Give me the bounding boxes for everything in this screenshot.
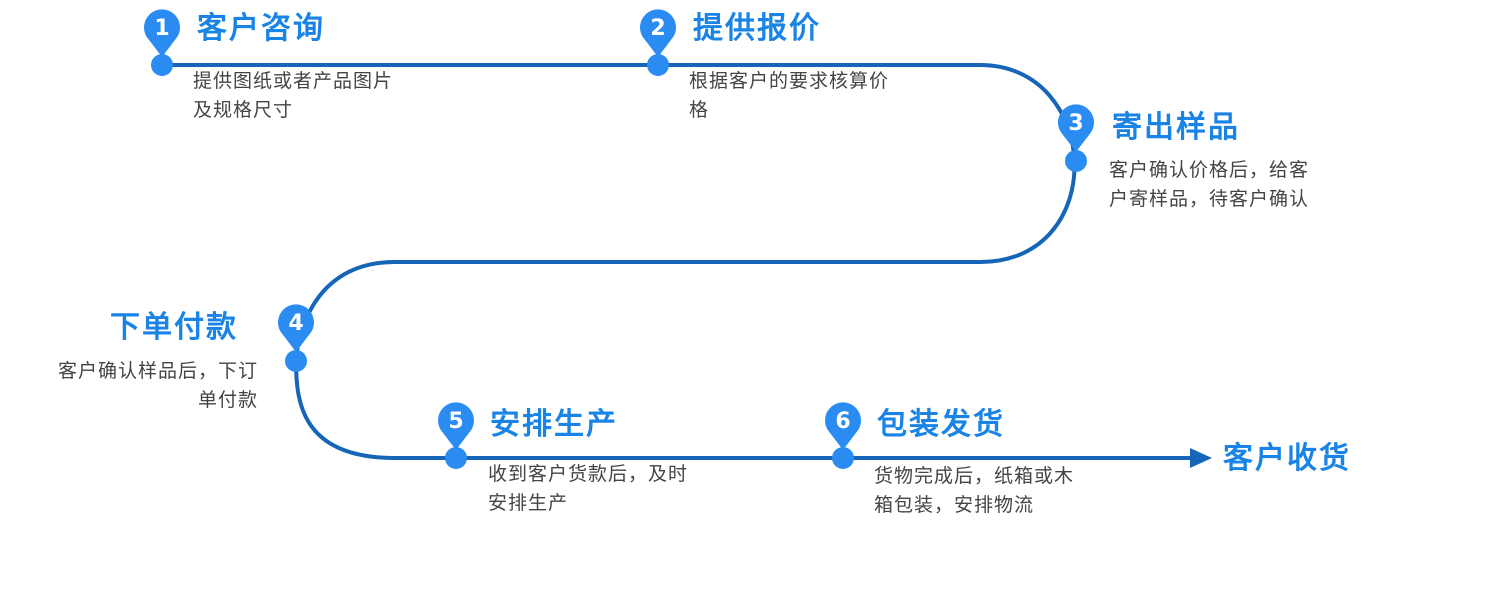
step-2-pin-icon [640,9,677,58]
step-4-description-line-1: 客户确认样品后，下订 [57,360,258,382]
step-2-description-line-2: 格 [689,99,710,121]
step-1-marker: 1 [144,9,180,76]
step-4-dot [285,350,307,372]
step-5-title: 安排生产 [490,407,618,442]
step-6-description-line-2: 箱包装，安排物流 [874,494,1035,516]
step-1-description: 提供图纸或者产品图片 及规格尺寸 [193,67,393,125]
step-2-title: 提供报价 [693,11,821,46]
step-2-description-line-1: 根据客户的要求核算价 [689,70,890,92]
step-1-pin-icon [144,9,180,57]
step-5-dot [445,447,467,469]
step-4-pin-icon [278,304,314,352]
step-4-number: 4 [288,311,303,336]
step-6-title: 包装发货 [877,407,1005,442]
step-3-dot [1065,150,1087,172]
step-3-description: 客户确认价格后，给客 户寄样品，待客户确认 [1109,156,1309,214]
step-6-number: 6 [835,409,850,434]
step-2-marker: 2 [640,9,677,76]
step-3-marker: 3 [1058,104,1094,172]
step-4-description-line-2: 单付款 [197,389,258,411]
step-5-marker: 5 [438,402,474,469]
step-2-number: 2 [650,16,665,41]
final-step-title: 客户收货 [1223,441,1351,476]
step-6-description-line-1: 货物完成后，纸箱或木 [874,465,1075,487]
step-6-pin-icon [825,402,861,450]
step-3-number: 3 [1068,111,1083,136]
step-1-dot [151,54,173,76]
step-3-title: 寄出样品 [1112,110,1240,145]
step-5-pin-icon [438,402,474,450]
step-5-description-line-2: 安排生产 [488,492,569,514]
step-3-description-line-2: 户寄样品，待客户确认 [1109,188,1310,210]
step-2-description: 根据客户的要求核算价 格 [689,67,889,125]
step-4-title: 下单付款 [110,310,238,345]
step-3-description-line-1: 客户确认价格后，给客 [1109,159,1310,181]
step-4-marker: 4 [278,304,314,372]
step-1-title: 客户咨询 [197,11,325,46]
flow-arrow-head-icon [1190,448,1212,468]
step-1-description-line-1: 提供图纸或者产品图片 [193,70,394,92]
step-3-pin-icon [1058,104,1094,152]
step-1-description-line-2: 及规格尺寸 [193,99,294,121]
step-6-dot [832,447,854,469]
step-5-description: 收到客户货款后，及时 安排生产 [488,460,688,518]
step-4-description: 客户确认样品后，下订 单付款 [18,357,258,415]
step-1-number: 1 [154,16,169,41]
step-5-description-line-1: 收到客户货款后，及时 [488,463,689,485]
step-6-description: 货物完成后，纸箱或木 箱包装，安排物流 [874,462,1074,520]
step-5-number: 5 [448,409,463,434]
step-2-dot [647,54,669,76]
step-6-marker: 6 [825,402,861,469]
